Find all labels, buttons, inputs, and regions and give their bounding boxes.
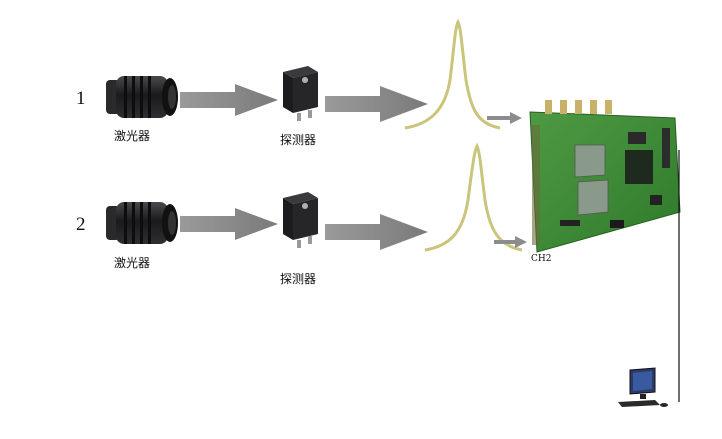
- pulse-2: [424, 142, 523, 252]
- arrow-laser2-detector2: [180, 208, 278, 240]
- computer-icon: [618, 367, 668, 407]
- arrow-pulse2-board: [494, 236, 527, 248]
- detector-1-icon: [283, 66, 318, 121]
- arrow-detector2-pulse2: [325, 214, 428, 250]
- arrow-detector1-pulse1: [325, 86, 428, 122]
- laser-1-label: 激光器: [114, 129, 151, 143]
- pulse-1: [404, 18, 501, 130]
- row-1-number: 1: [76, 88, 86, 109]
- arrow-pulse1-board: [487, 112, 522, 124]
- row-2-number: 2: [76, 214, 86, 235]
- laser-2-label: 激光器: [114, 256, 151, 270]
- arrow-laser1-detector1: [180, 84, 278, 116]
- channel-label: CH2: [531, 254, 552, 264]
- detector-1-label: 探测器: [280, 133, 317, 147]
- detector-2-label: 探测器: [280, 272, 317, 286]
- laser-2-icon: [106, 202, 178, 244]
- detector-2-icon: [283, 192, 318, 248]
- laser-1-icon: [106, 76, 178, 118]
- daq-board-icon: [529, 100, 681, 253]
